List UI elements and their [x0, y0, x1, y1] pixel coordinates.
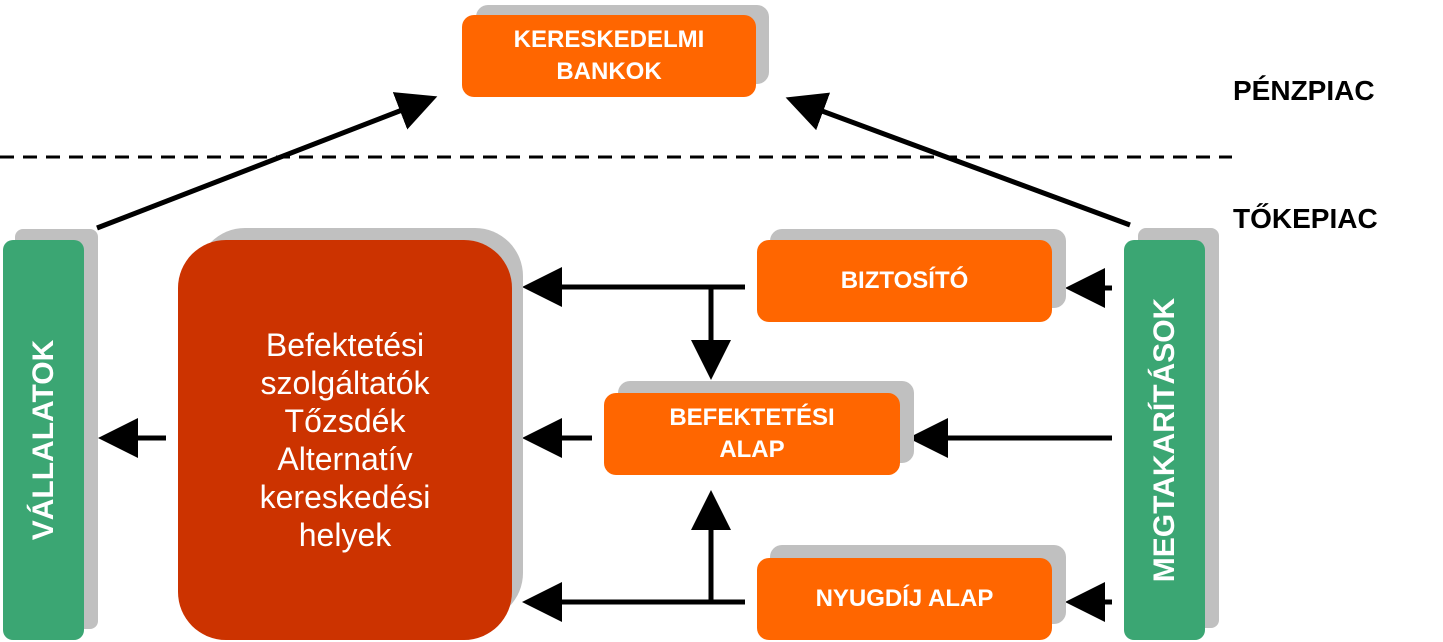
capital-market-label: TŐKEPIAC: [1233, 203, 1378, 234]
investment-fund-box: BEFEKTETÉSI ALAP: [604, 393, 900, 475]
arrow-companies-to-banks: [96, 92, 438, 231]
money-market-label: PÉNZPIAC: [1233, 75, 1375, 106]
intermediaries-box: Befektetési szolgáltatók Tőzsdék Alterna…: [178, 240, 512, 640]
companies-box: VÁLLALATOK: [3, 240, 84, 640]
companies-label: VÁLLALATOK: [26, 339, 60, 541]
pension-fund-box: NYUGDÍJ ALAP: [757, 558, 1052, 640]
arrow-savings-to-banks: [785, 92, 1131, 228]
commercial-banks-box: KERESKEDELMI BANKOK: [462, 15, 756, 97]
insurer-box: BIZTOSÍTÓ: [757, 240, 1052, 322]
savings-box: MEGTAKARÍTÁSOK: [1124, 240, 1205, 640]
savings-label: MEGTAKARÍTÁSOK: [1147, 297, 1181, 583]
